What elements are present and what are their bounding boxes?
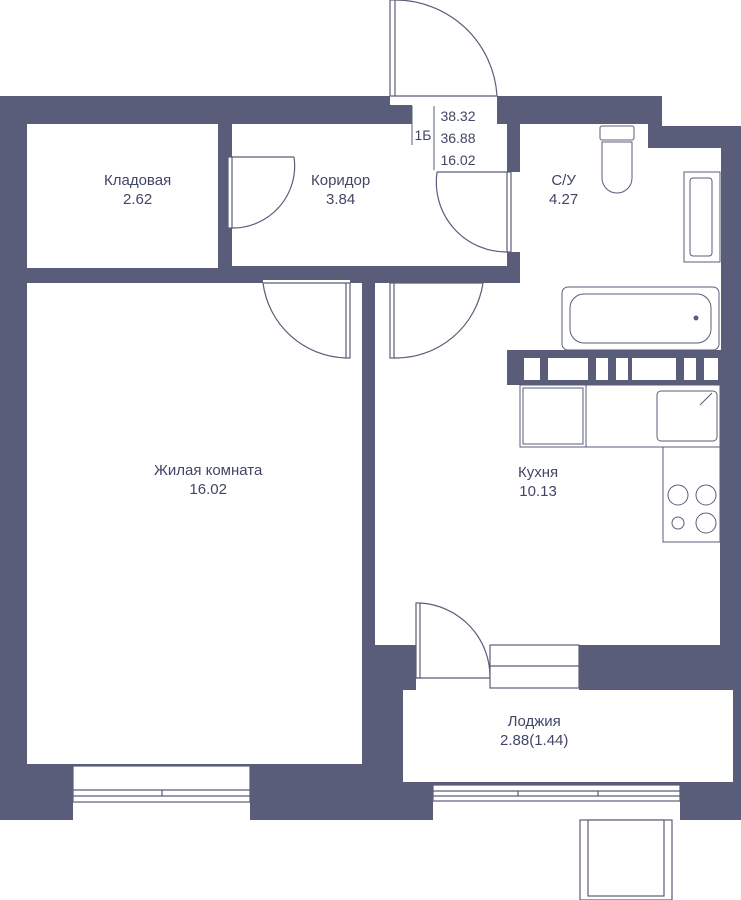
total-area: 38.32 xyxy=(440,108,476,124)
room-name: Коридор xyxy=(311,172,371,189)
room-area: 4.27 xyxy=(549,191,579,208)
living-area: 16.02 xyxy=(440,152,476,168)
room-name: Лоджия xyxy=(507,713,561,730)
windows xyxy=(72,765,681,900)
room-area: 2.88(1.44) xyxy=(500,732,569,749)
room-label-storage: Кладовая 2.62 xyxy=(104,171,171,209)
room-area: 2.62 xyxy=(123,191,153,208)
toilet-tank xyxy=(599,125,635,141)
doors xyxy=(227,0,580,689)
room-name: Кладовая xyxy=(104,172,172,189)
toilet-bowl xyxy=(601,141,633,194)
room-label-corridor: Коридор 3.84 xyxy=(311,171,370,209)
sink-cabinet xyxy=(683,171,721,263)
partition-blocks xyxy=(524,358,718,380)
room-label-kitchen: Кухня 10.13 xyxy=(518,463,558,501)
room-area: 3.84 xyxy=(326,191,356,208)
bathtub xyxy=(561,286,720,351)
room-name: Жилая комната xyxy=(154,462,263,479)
room-label-loggia: Лоджия 2.88(1.44) xyxy=(500,712,568,750)
room-label-bathroom: С/У 4.27 xyxy=(549,171,578,209)
room-name: Кухня xyxy=(518,464,559,481)
apartment-code: 1Б xyxy=(414,127,432,143)
room-name: С/У xyxy=(551,172,576,189)
bathroom-fixtures xyxy=(561,125,721,351)
kitchen-sink xyxy=(656,390,718,442)
room-area: 10.13 xyxy=(519,483,557,500)
room-label-living-room: Жилая комната 16.02 xyxy=(154,461,262,499)
room-area: 16.02 xyxy=(189,481,227,498)
apartment-info-box xyxy=(411,106,435,170)
stove xyxy=(662,446,721,543)
kitchen-fixtures xyxy=(519,384,721,543)
living-area-total: 36.88 xyxy=(440,130,476,146)
counter xyxy=(585,384,721,448)
